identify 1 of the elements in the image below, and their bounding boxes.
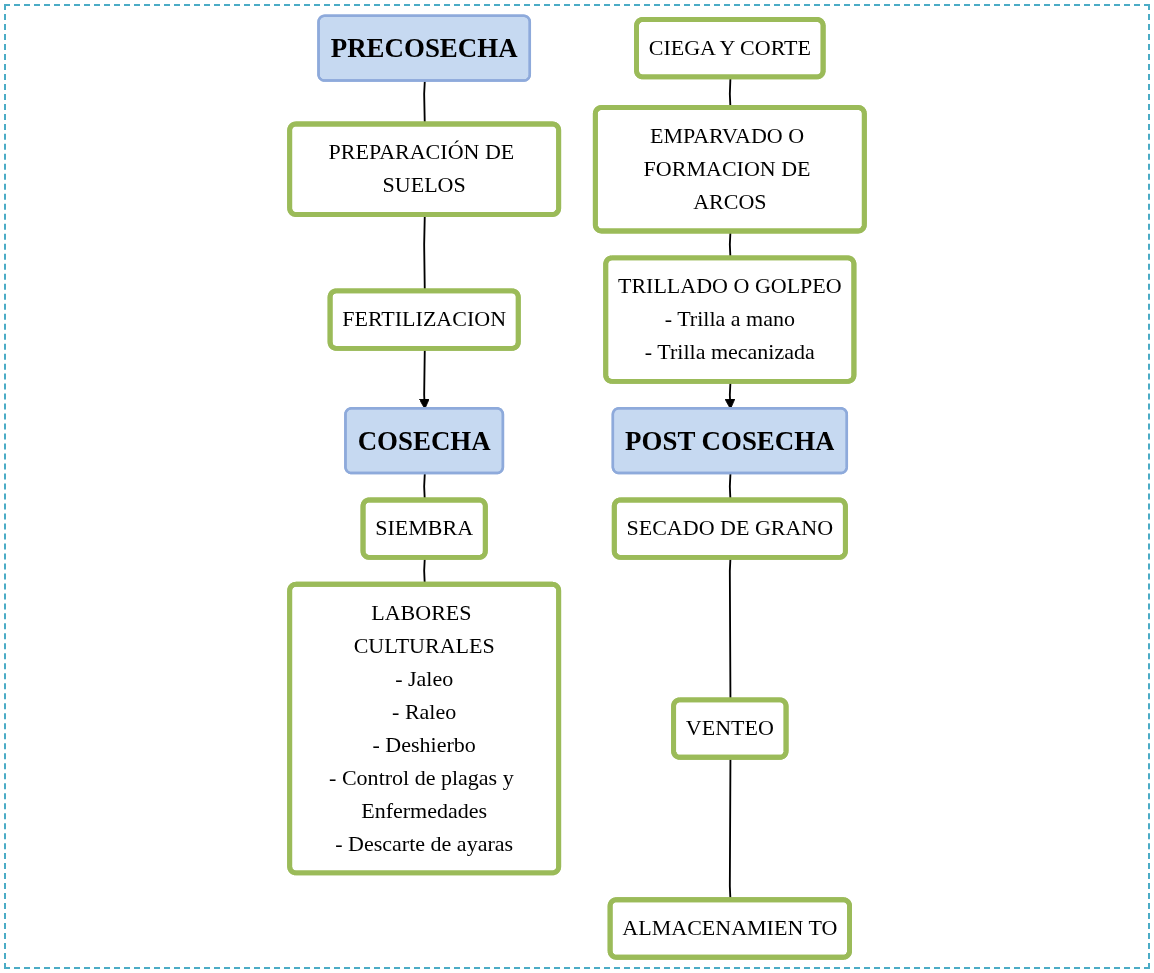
diagram-frame: PRECOSECHA PREPARACIÓN DE SUELOS FERTILIZACION COSECHA SIEMBRA LABORES CULTURALES - Jaleo - Raleo - Deshierbo - Control de plagas y Enfermedades - Descarte de ayaras CIEGA Y CORTE EMPARVADO O FORMACION DE ARCOS TRILLADO O GOLPEO - Trilla a mano - Trilla mecanizada POST COSECHA SECADO DE GRANO VENTEO ALMACENAMIEN TO — [4, 4, 1150, 969]
